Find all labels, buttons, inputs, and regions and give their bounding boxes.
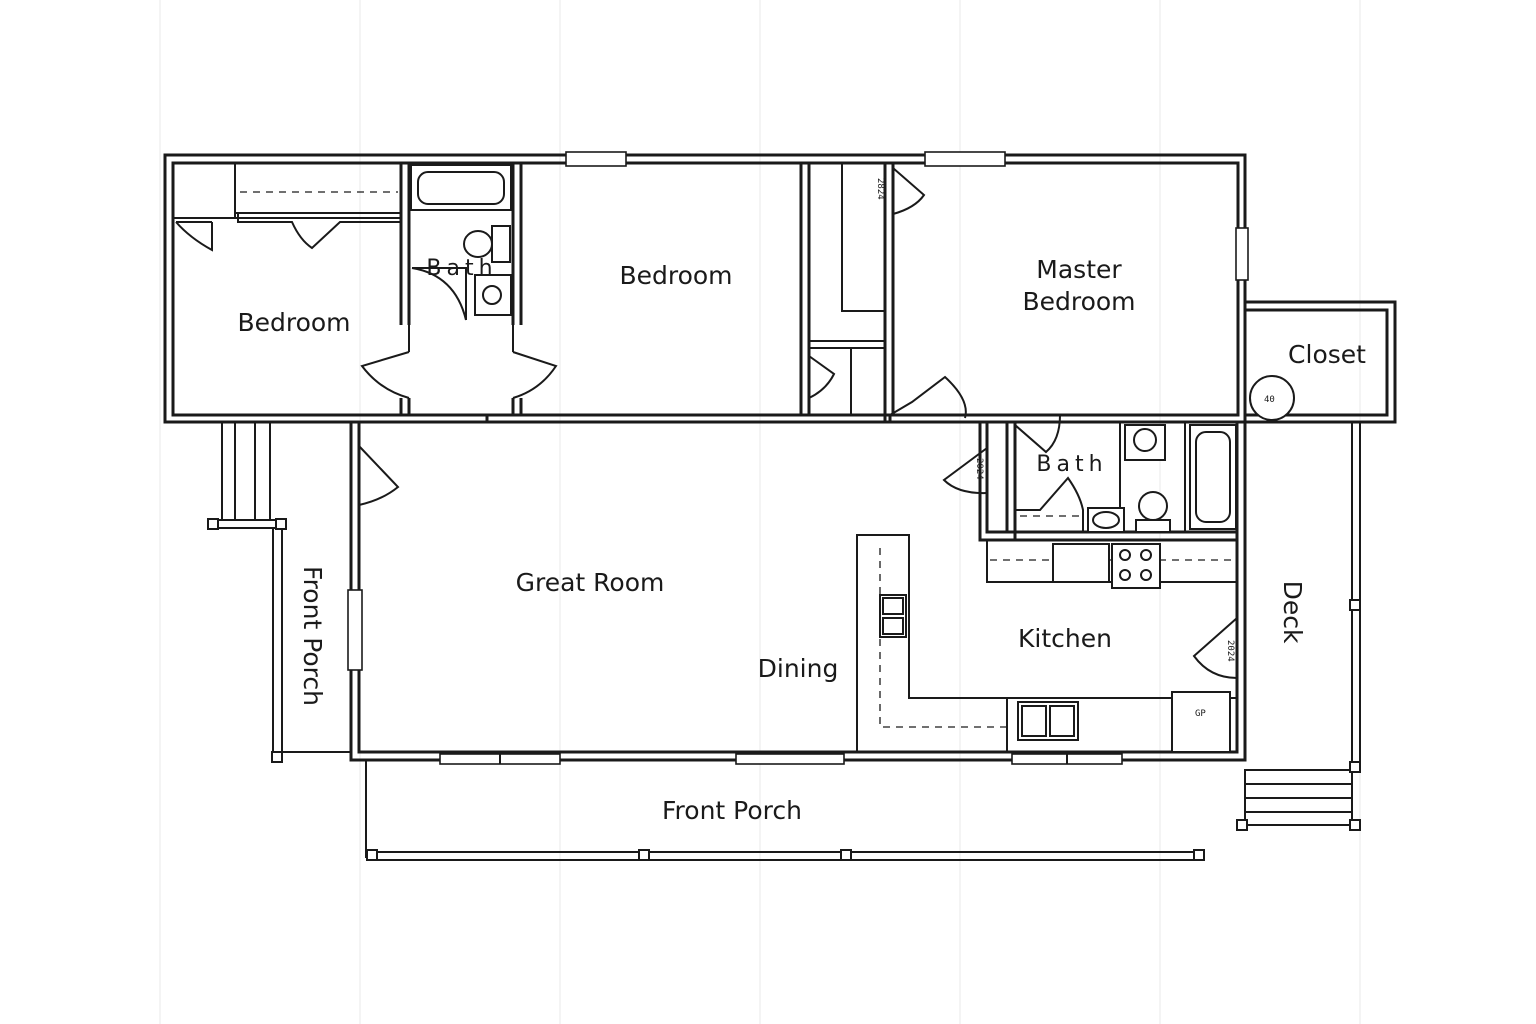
master-bath bbox=[1020, 424, 1237, 533]
front-porch bbox=[365, 760, 1205, 861]
pantry-door-label: 2024 bbox=[1225, 640, 1235, 662]
great-room-label: Great Room bbox=[516, 568, 665, 597]
west-bath bbox=[410, 164, 512, 321]
bath-master-label: Bath bbox=[1036, 452, 1107, 477]
master-bedroom-label-2: Bedroom bbox=[1022, 287, 1135, 316]
windows bbox=[347, 151, 1249, 765]
front-porch-side-label: Front Porch bbox=[298, 566, 327, 706]
master-bedroom-label-1: Master bbox=[1036, 255, 1122, 284]
bedroom-middle-label: Bedroom bbox=[619, 261, 732, 290]
east-closet-deck: 40 bbox=[1236, 300, 1397, 831]
closet-label: Closet bbox=[1288, 340, 1366, 369]
closet-door-label: 2824 bbox=[875, 178, 885, 200]
water-heater-label: 40 bbox=[1264, 395, 1275, 405]
kitchen: GP bbox=[856, 534, 1238, 753]
dining-label: Dining bbox=[758, 654, 839, 683]
deck-label: Deck bbox=[1278, 581, 1307, 644]
interior-walls bbox=[399, 162, 1238, 542]
bedroom-west-label: Bedroom bbox=[237, 308, 350, 337]
west-bedroom-closets bbox=[172, 162, 402, 252]
side-porch bbox=[207, 422, 351, 763]
bath-west-label: Bath bbox=[426, 256, 497, 281]
hall-doors bbox=[358, 167, 1238, 679]
linen-door-label: 2024 bbox=[974, 458, 984, 480]
front-porch-label: Front Porch bbox=[662, 796, 802, 825]
kitchen-label: Kitchen bbox=[1018, 624, 1112, 653]
fridge-label: GP bbox=[1195, 709, 1206, 719]
